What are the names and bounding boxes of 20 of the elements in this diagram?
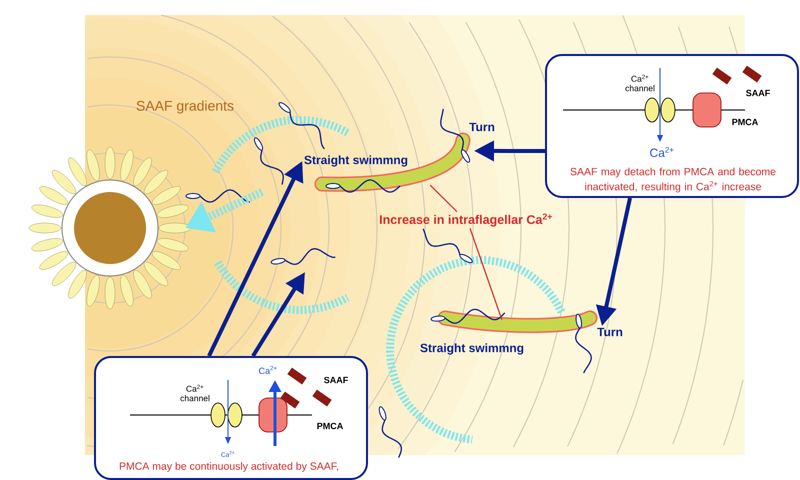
channel-label: Ca$^{2+}$ channel — [180, 384, 210, 402]
callout-text: Increase in intraflagellar Ca$^{2+}$ — [380, 213, 552, 227]
phase-label: Straight swimmng — [420, 343, 524, 355]
gradient-label: SAAF gradients — [136, 100, 234, 114]
phase-label: Straight swimmng — [304, 155, 408, 167]
protein-label: PMCA — [732, 118, 758, 126]
leader-line — [469, 228, 502, 320]
ion-label: Ca$^{2+}$ — [650, 146, 674, 158]
ion-label: Ca$^{2+}$ — [259, 366, 277, 374]
box-caption: SAAF may detach from PMCA and become inactivated, resulting in Ca$^{2+}$ increase — [570, 168, 776, 192]
leader-line — [430, 184, 458, 212]
phase-label: Turn — [597, 328, 622, 336]
channel-label: Ca$^{2+}$ channel — [625, 74, 654, 92]
protein-label: PMCA — [317, 422, 343, 430]
protein-label: SAAF — [324, 376, 348, 384]
flagellum-band — [438, 310, 598, 333]
egg-drawing — [28, 146, 192, 310]
box-caption: PMCA may be continuously activated by SAAF, — [120, 462, 338, 472]
protein-label: SAAF — [746, 90, 770, 96]
phase-label: Turn — [469, 122, 494, 132]
